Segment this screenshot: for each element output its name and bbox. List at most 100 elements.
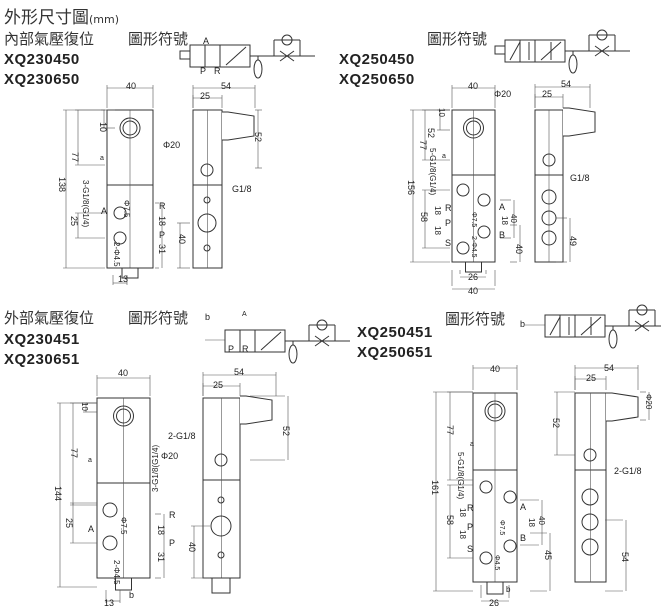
dim-label: Φ7.5 (498, 520, 505, 535)
dim-label: Φ7.5 (122, 200, 131, 218)
dim-label: G1/8 (232, 184, 252, 194)
dim-label: 54 (561, 79, 571, 89)
drawing-line (549, 316, 561, 336)
symbol-port-label: R (214, 66, 221, 76)
section4-model: XQ250651 (357, 344, 433, 361)
dim-label: 161 (430, 480, 440, 495)
dim-label: 54 (604, 363, 614, 373)
check-valve-icon (596, 29, 608, 41)
port-circle (583, 448, 597, 462)
title-text: 外形尺寸圖 (4, 8, 89, 28)
symbol-port-label: P (228, 344, 234, 354)
fitting (222, 111, 255, 141)
port-label: A (499, 202, 505, 212)
reservoir-icon (288, 344, 298, 364)
dim-label: 31 (156, 552, 166, 562)
section1-symbol-label: 圖形符號 (128, 30, 189, 48)
section3-model: XQ230651 (4, 351, 80, 368)
dim-label: 40 (468, 286, 478, 296)
dim-label: 40 (490, 364, 500, 374)
port-circle (203, 244, 211, 252)
inlet-port (113, 405, 134, 427)
section3-labels: b A P R 40 54 25 10 77 144 25 3-G1/8(G1/… (53, 311, 291, 608)
port-circle (210, 515, 232, 537)
port-label: A (101, 206, 107, 216)
reservoir-icon (253, 59, 263, 79)
dim-label: 40 (177, 234, 187, 244)
dim-label: 25 (69, 216, 79, 226)
section3-symbol-label: 圖形符號 (128, 309, 189, 327)
dim-label: 40 (118, 368, 128, 378)
section1-labels: A P R 40 54 25 10 77 138 25 3-G1/8(G1/4)… (57, 36, 263, 284)
valve-body (574, 314, 606, 338)
port-circle (217, 551, 225, 559)
dim-label: 156 (406, 180, 416, 195)
fitting (606, 392, 639, 422)
port-circle (479, 480, 493, 494)
check-valve-icon (636, 304, 648, 316)
valve-body (219, 44, 251, 68)
dim-label: Φ7.5 (119, 517, 128, 535)
port-circle (541, 230, 557, 246)
dim-label: 52 (551, 418, 561, 428)
port-label: a (470, 441, 474, 448)
dim-label: 18 (500, 216, 509, 225)
dim-label: 10 (437, 108, 446, 117)
dim-label: 5-G1/8(G1/4) (456, 452, 465, 499)
dim-label: Φ20 (163, 140, 180, 150)
port-label: P (159, 230, 165, 240)
dim-label: 52 (253, 132, 263, 142)
dim-label: 18 (433, 226, 442, 235)
port-label: R (159, 201, 166, 211)
drawing-line (509, 41, 521, 61)
dim-label: G1/8 (570, 173, 590, 183)
symbol-port-label: b (520, 319, 525, 329)
reservoir-icon (568, 54, 578, 74)
dim-label: 25 (64, 518, 74, 528)
dim-label: 45 (543, 550, 553, 560)
valve-body (534, 39, 566, 63)
dim-label: 58 (419, 212, 429, 222)
port-circle (197, 213, 217, 233)
port-circle (503, 490, 517, 504)
valve-body (115, 577, 132, 591)
valve-body (254, 329, 286, 353)
section1-model: XQ230450 (4, 51, 80, 68)
reservoir-icon (608, 329, 618, 349)
port-circle (217, 496, 225, 504)
valve-body (486, 581, 504, 595)
dim-label: Φ20 (161, 451, 178, 461)
inlet-port (119, 117, 141, 139)
dim-label: 52 (426, 128, 436, 138)
solenoid-icon (179, 50, 191, 60)
check-valve-icon (281, 34, 293, 46)
symbol-port-label: P (200, 66, 206, 76)
port-label: P (169, 538, 175, 548)
port-label: S (467, 544, 473, 554)
port-circle (102, 502, 118, 518)
dim-label: 144 (53, 486, 63, 501)
dim-label: 25 (213, 380, 223, 390)
drawing-geometry (57, 29, 661, 603)
dim-label: 18 (157, 216, 167, 226)
inlet-port (463, 117, 484, 139)
port-label: B (520, 533, 526, 543)
dim-label: 77 (70, 152, 80, 162)
dim-label: 18 (458, 508, 467, 517)
dim-label: 49 (568, 236, 578, 246)
dim-label: 25 (200, 91, 210, 101)
port-circle (113, 206, 127, 220)
section2-symbol-label: 圖形符號 (427, 30, 488, 48)
port-circle (113, 231, 127, 245)
dim-label: 2-Φ4.5 (112, 560, 121, 585)
valve-body (121, 267, 139, 279)
dim-label: 58 (445, 515, 455, 525)
port-circle (479, 551, 493, 565)
symbol-port-label: b (205, 312, 210, 322)
port-circle (581, 488, 599, 506)
symbol-port-label: A (242, 311, 247, 318)
dim-label: 54 (620, 552, 630, 562)
dim-label: 25 (586, 373, 596, 383)
dim-label: 13 (104, 598, 114, 608)
